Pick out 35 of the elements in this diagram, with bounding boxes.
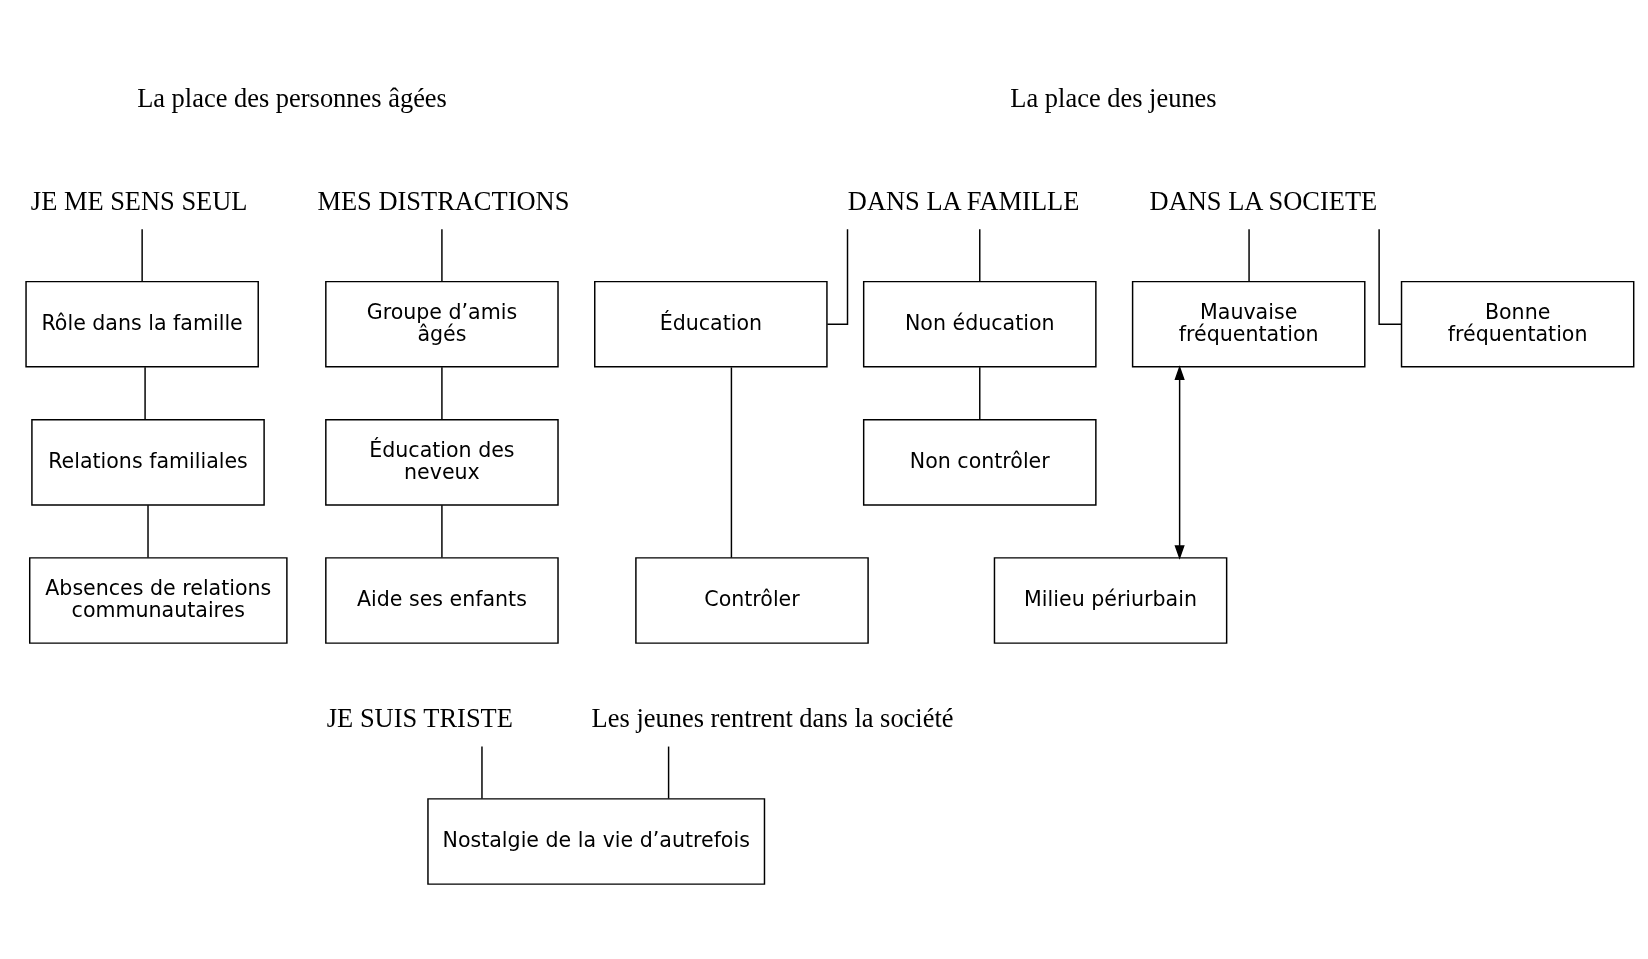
node-text: JE ME SENS SEUL [30, 185, 248, 216]
node-box: Mauvaise fréquentation [1131, 280, 1366, 368]
node-box: Non contrôler [862, 418, 1097, 506]
node-text: DANS LA SOCIETE [1149, 185, 1378, 216]
node-box: Éducation des neveux [325, 418, 559, 506]
node-box: Rôle dans la famille [25, 280, 259, 368]
node-box: Absences de relations communautaires [29, 556, 288, 644]
node-box: Relations familiales [31, 418, 265, 506]
connector [979, 228, 981, 282]
connector [441, 365, 443, 420]
node-box: Groupe d’amis âgés [325, 280, 559, 368]
node-box: Éducation [594, 280, 828, 368]
label: La place des personnes âgées [137, 82, 447, 113]
node-box: Aide ses enfants [325, 556, 559, 644]
node-box: Contrôler [635, 556, 869, 644]
connector [147, 504, 149, 558]
connector [481, 745, 483, 799]
node-text: Les jeunes rentrent dans la société [591, 702, 954, 733]
node-box: Bonne fréquentation [1400, 280, 1635, 368]
connector [441, 504, 443, 558]
node-text: DANS LA FAMILLE [847, 185, 1080, 216]
node-box: Non éducation [862, 280, 1097, 368]
node-text: MES DISTRACTIONS [317, 185, 570, 216]
arrow [1174, 364, 1185, 560]
connector [979, 365, 981, 420]
node-box: Milieu périurbain [993, 556, 1228, 644]
connector [730, 366, 733, 558]
node-box: Nostalgie de la vie d’autrefois [427, 797, 766, 885]
label: La place des jeunes [1010, 82, 1217, 113]
connector [1248, 228, 1250, 282]
node-text: JE SUIS TRISTE [326, 702, 513, 733]
connector [667, 745, 670, 799]
connector [144, 365, 146, 420]
connector [141, 228, 143, 282]
connector [441, 228, 443, 282]
